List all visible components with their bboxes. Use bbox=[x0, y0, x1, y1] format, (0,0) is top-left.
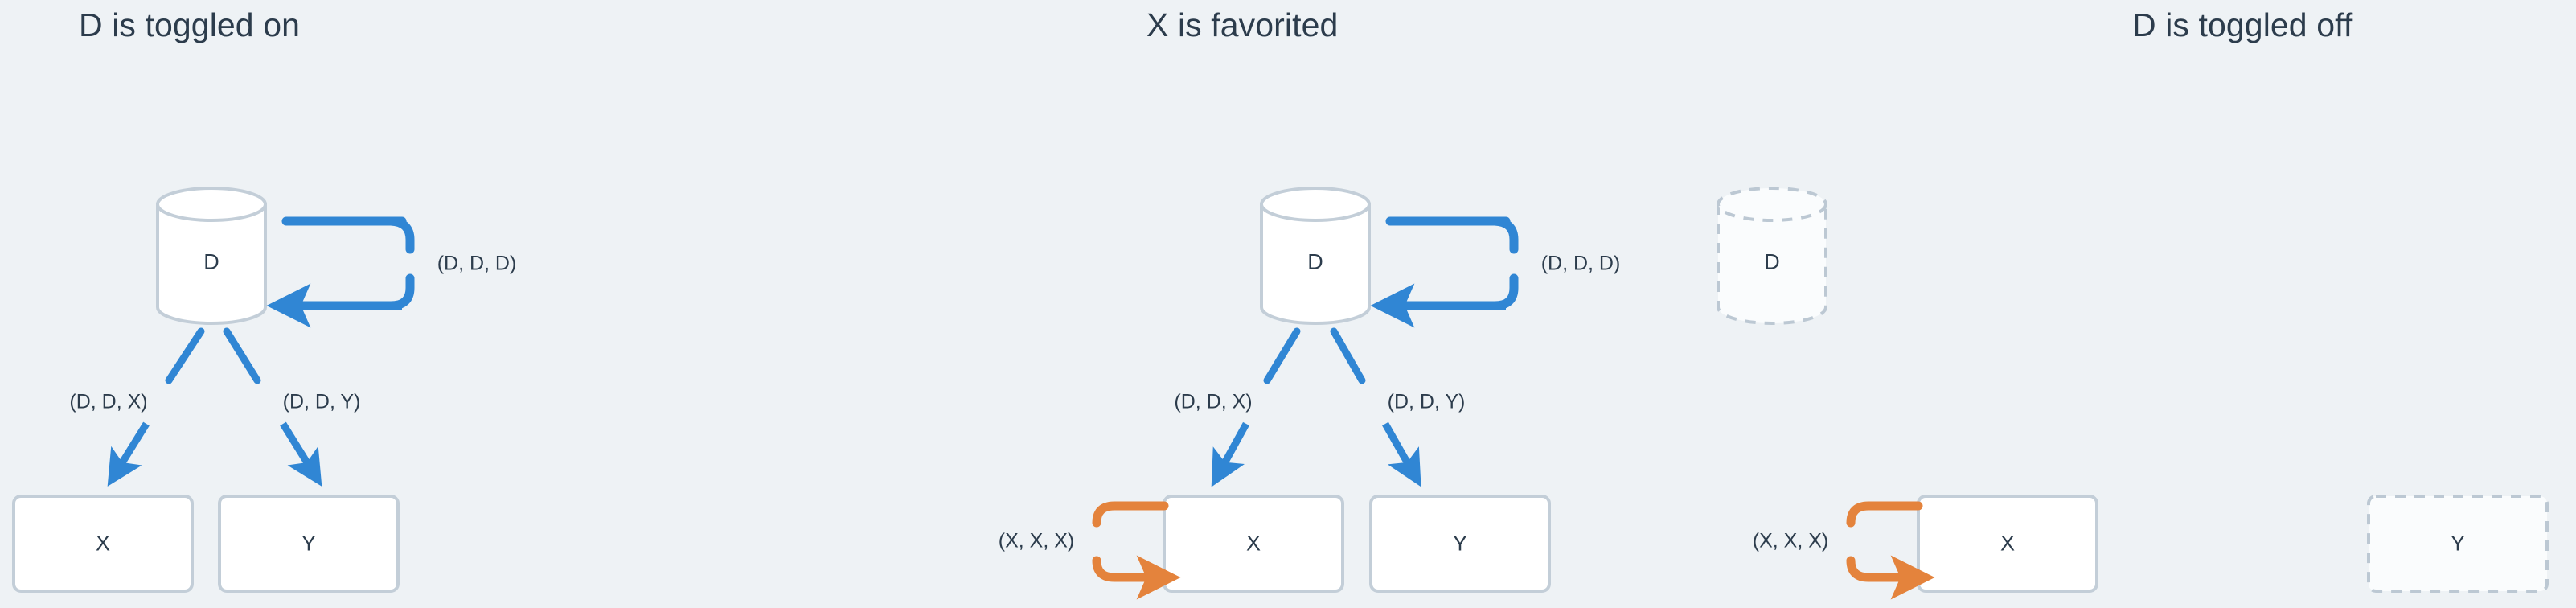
panel-title: D is toggled off bbox=[2132, 6, 2353, 43]
panel-title: D is toggled on bbox=[79, 6, 301, 43]
edge-d-y-line[interactable] bbox=[223, 327, 322, 487]
edge-d-self-loop[interactable] bbox=[266, 216, 415, 328]
node-y-shape-disabled[interactable] bbox=[2367, 495, 2549, 593]
panel-1-graphics bbox=[12, 187, 415, 593]
edge-d-self-loop[interactable] bbox=[1370, 216, 1519, 328]
edge-d-x-line[interactable] bbox=[1211, 327, 1301, 487]
panel-d-toggled-on: D is toggled on bbox=[0, 0, 859, 608]
edge-x-self-loop[interactable] bbox=[1846, 501, 1935, 600]
node-d-shape[interactable] bbox=[1260, 187, 1371, 325]
node-x-shape[interactable] bbox=[1917, 495, 2098, 593]
node-d-shape[interactable] bbox=[156, 187, 267, 325]
node-x-shape[interactable] bbox=[1163, 495, 1344, 593]
node-y-shape[interactable] bbox=[218, 495, 400, 593]
edge-d-x-line[interactable] bbox=[107, 327, 205, 487]
panel-x-favorited: X is favorited bbox=[859, 0, 1717, 608]
node-y-shape[interactable] bbox=[1369, 495, 1551, 593]
node-x-shape[interactable] bbox=[12, 495, 194, 593]
panel-3-graphics bbox=[1717, 187, 2549, 600]
panel-2-graphics bbox=[1092, 187, 1551, 600]
panel-d-toggled-off: D is toggled off bbox=[1717, 0, 2576, 608]
panel-title: X is favorited bbox=[1146, 6, 1339, 43]
node-d-shape-disabled[interactable] bbox=[1717, 187, 1827, 325]
edge-x-self-loop[interactable] bbox=[1092, 501, 1181, 600]
edge-d-y-line[interactable] bbox=[1330, 327, 1421, 487]
